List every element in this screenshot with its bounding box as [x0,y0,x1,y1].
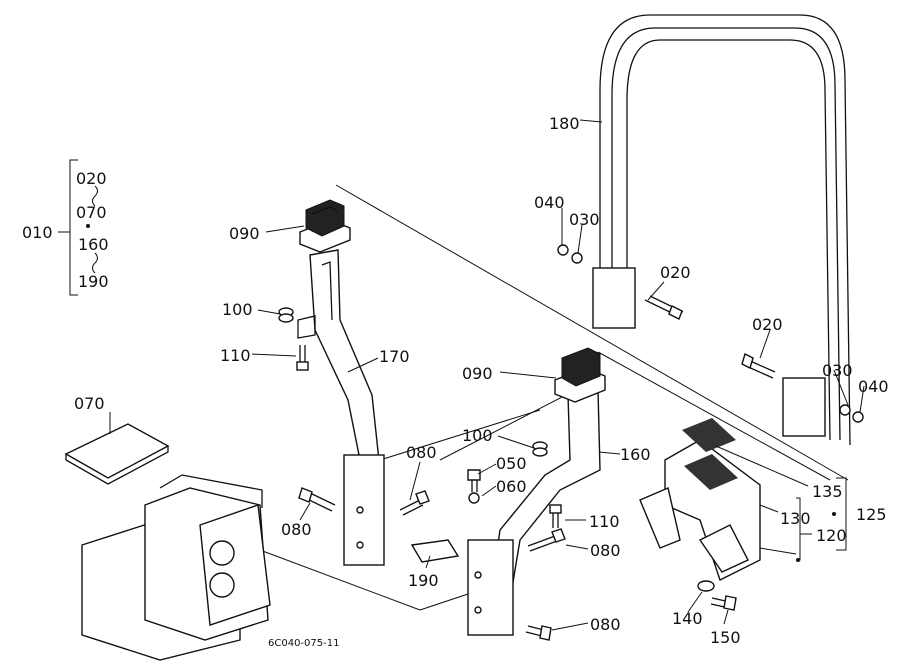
manual-070 [64,423,170,485]
label-070: 070 [74,394,105,413]
label-190: 190 [408,571,439,590]
label-180: 180 [549,114,580,133]
label-080-left: 080 [281,520,312,539]
small-parts-left [278,307,309,371]
label-160-group: 160 [78,235,109,254]
small-parts-center [467,441,562,528]
bracket-130 [639,418,761,581]
label-080-bottom: 080 [590,615,621,634]
label-050: 050 [496,454,527,473]
rops-frame-180 [592,14,851,446]
bolts-080 [298,487,566,641]
drawing-number: 6C040-075-11 [268,638,339,649]
label-040-right: 040 [858,377,889,396]
plate-190 [410,539,460,563]
label-080-right: 080 [590,541,621,560]
label-100-right: 100 [462,426,493,445]
label-100-left: 100 [222,300,253,319]
label-120: 120 [816,526,847,545]
label-030-right: 030 [822,361,853,380]
label-130: 130 [780,509,811,528]
label-125: 125 [856,505,887,524]
label-140: 140 [672,609,703,628]
rubber-mount-090-right [554,347,606,403]
label-060: 060 [496,477,527,496]
stay-170 [297,249,385,566]
label-110-left: 110 [220,346,251,365]
label-070-group: 070 [76,203,107,222]
label-150: 150 [710,628,741,647]
stay-160 [467,389,601,636]
label-030-top: 030 [569,210,600,229]
label-110-right: 110 [589,512,620,531]
label-090-right: 090 [462,364,493,383]
label-090-left: 090 [229,224,260,243]
label-170: 170 [379,347,410,366]
label-190-group: 190 [78,272,109,291]
label-020-right: 020 [752,315,783,334]
label-160: 160 [620,445,651,464]
label-leaders [109,119,865,631]
label-010: 010 [22,223,53,242]
label-020-top: 020 [660,263,691,282]
transmission-housing [81,474,271,661]
label-135: 135 [812,482,843,501]
label-080-center: 080 [406,443,437,462]
group-bracket [58,159,98,296]
bolts-top-right [557,244,864,423]
label-020-group: 020 [76,169,107,188]
rubber-mount-090-left [299,199,351,253]
label-040-top: 040 [534,193,565,212]
part-labels: 010 020 070 160 190 180 040 030 020 020 … [22,114,889,649]
bolts-140-150 [697,580,737,611]
